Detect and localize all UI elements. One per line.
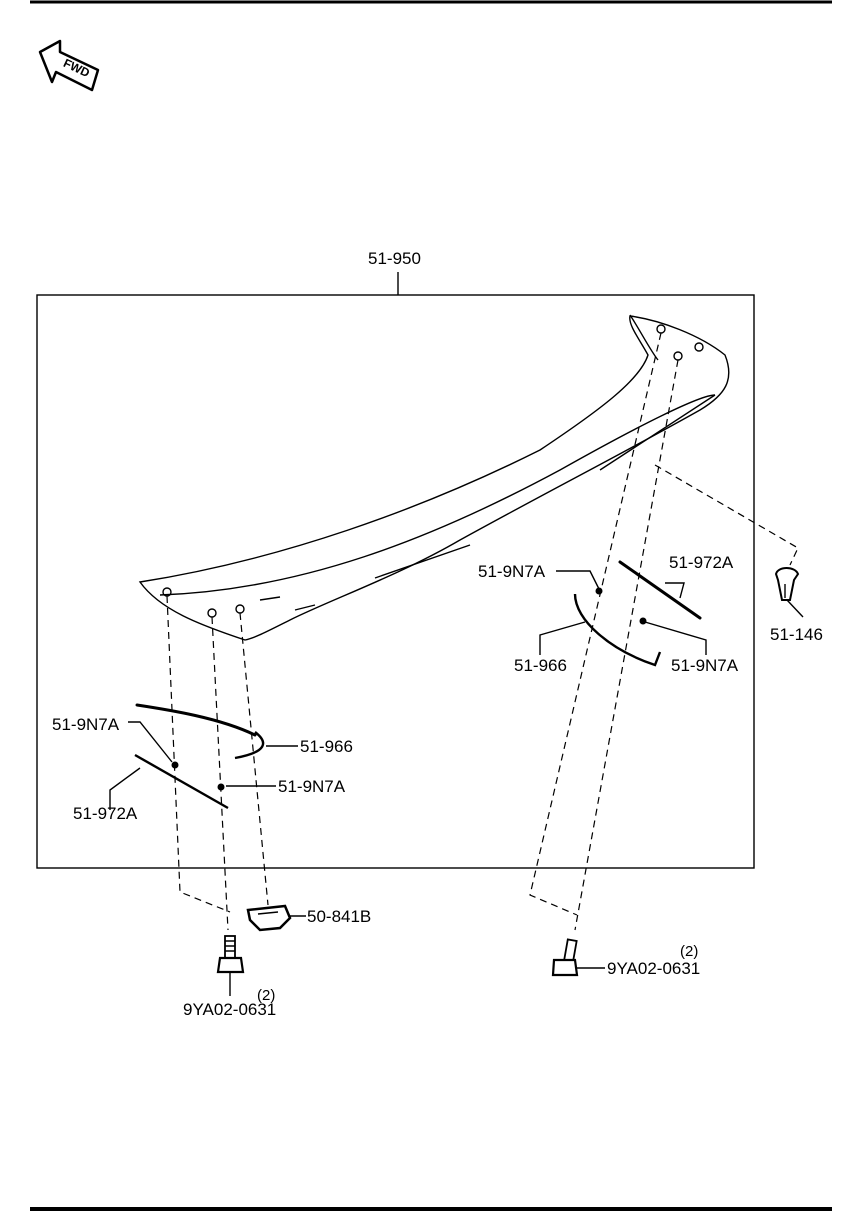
label-retainer-left-top: 51-9N7A bbox=[52, 715, 120, 734]
label-spoiler: 51-950 bbox=[368, 249, 421, 268]
left-parts bbox=[134, 703, 265, 810]
bolt-left-icon bbox=[216, 935, 245, 996]
bolt-right-icon bbox=[551, 938, 605, 977]
label-seal-right: 51-966 bbox=[514, 656, 567, 675]
label-retainer-right-bottom: 51-9N7A bbox=[671, 656, 739, 675]
nut-icon bbox=[246, 904, 292, 932]
leader-lines bbox=[109, 570, 804, 917]
label-clip: 51-146 bbox=[770, 625, 823, 644]
seal-right bbox=[573, 593, 662, 667]
pad-left-upper bbox=[135, 703, 257, 737]
pad-left bbox=[134, 753, 229, 810]
label-retainer-left-bottom: 51-9N7A bbox=[278, 777, 346, 796]
label-bolt-left-qty: (2) bbox=[257, 987, 275, 1004]
retainer-right-bottom bbox=[639, 617, 647, 625]
label-nut: 50-841B bbox=[307, 907, 371, 926]
clip-icon bbox=[774, 567, 800, 601]
label-bolt-right-qty: (2) bbox=[680, 943, 698, 960]
right-parts bbox=[573, 560, 702, 667]
assembly-frame bbox=[36, 294, 755, 869]
label-pad-right: 51-972A bbox=[669, 553, 734, 572]
label-pad-left: 51-972A bbox=[73, 804, 138, 823]
rear-spoiler bbox=[138, 314, 730, 641]
installation-lines bbox=[166, 332, 799, 931]
label-retainer-right-top: 51-9N7A bbox=[478, 562, 546, 581]
seal-left bbox=[234, 731, 265, 760]
fwd-arrow-icon: FWD bbox=[38, 39, 100, 92]
label-bolt-right: 9YA02-0631 bbox=[607, 959, 700, 978]
pad-right bbox=[618, 560, 702, 620]
label-bolt-left: 9YA02-0631 bbox=[183, 1000, 276, 1019]
label-seal-left: 51-966 bbox=[300, 737, 353, 756]
